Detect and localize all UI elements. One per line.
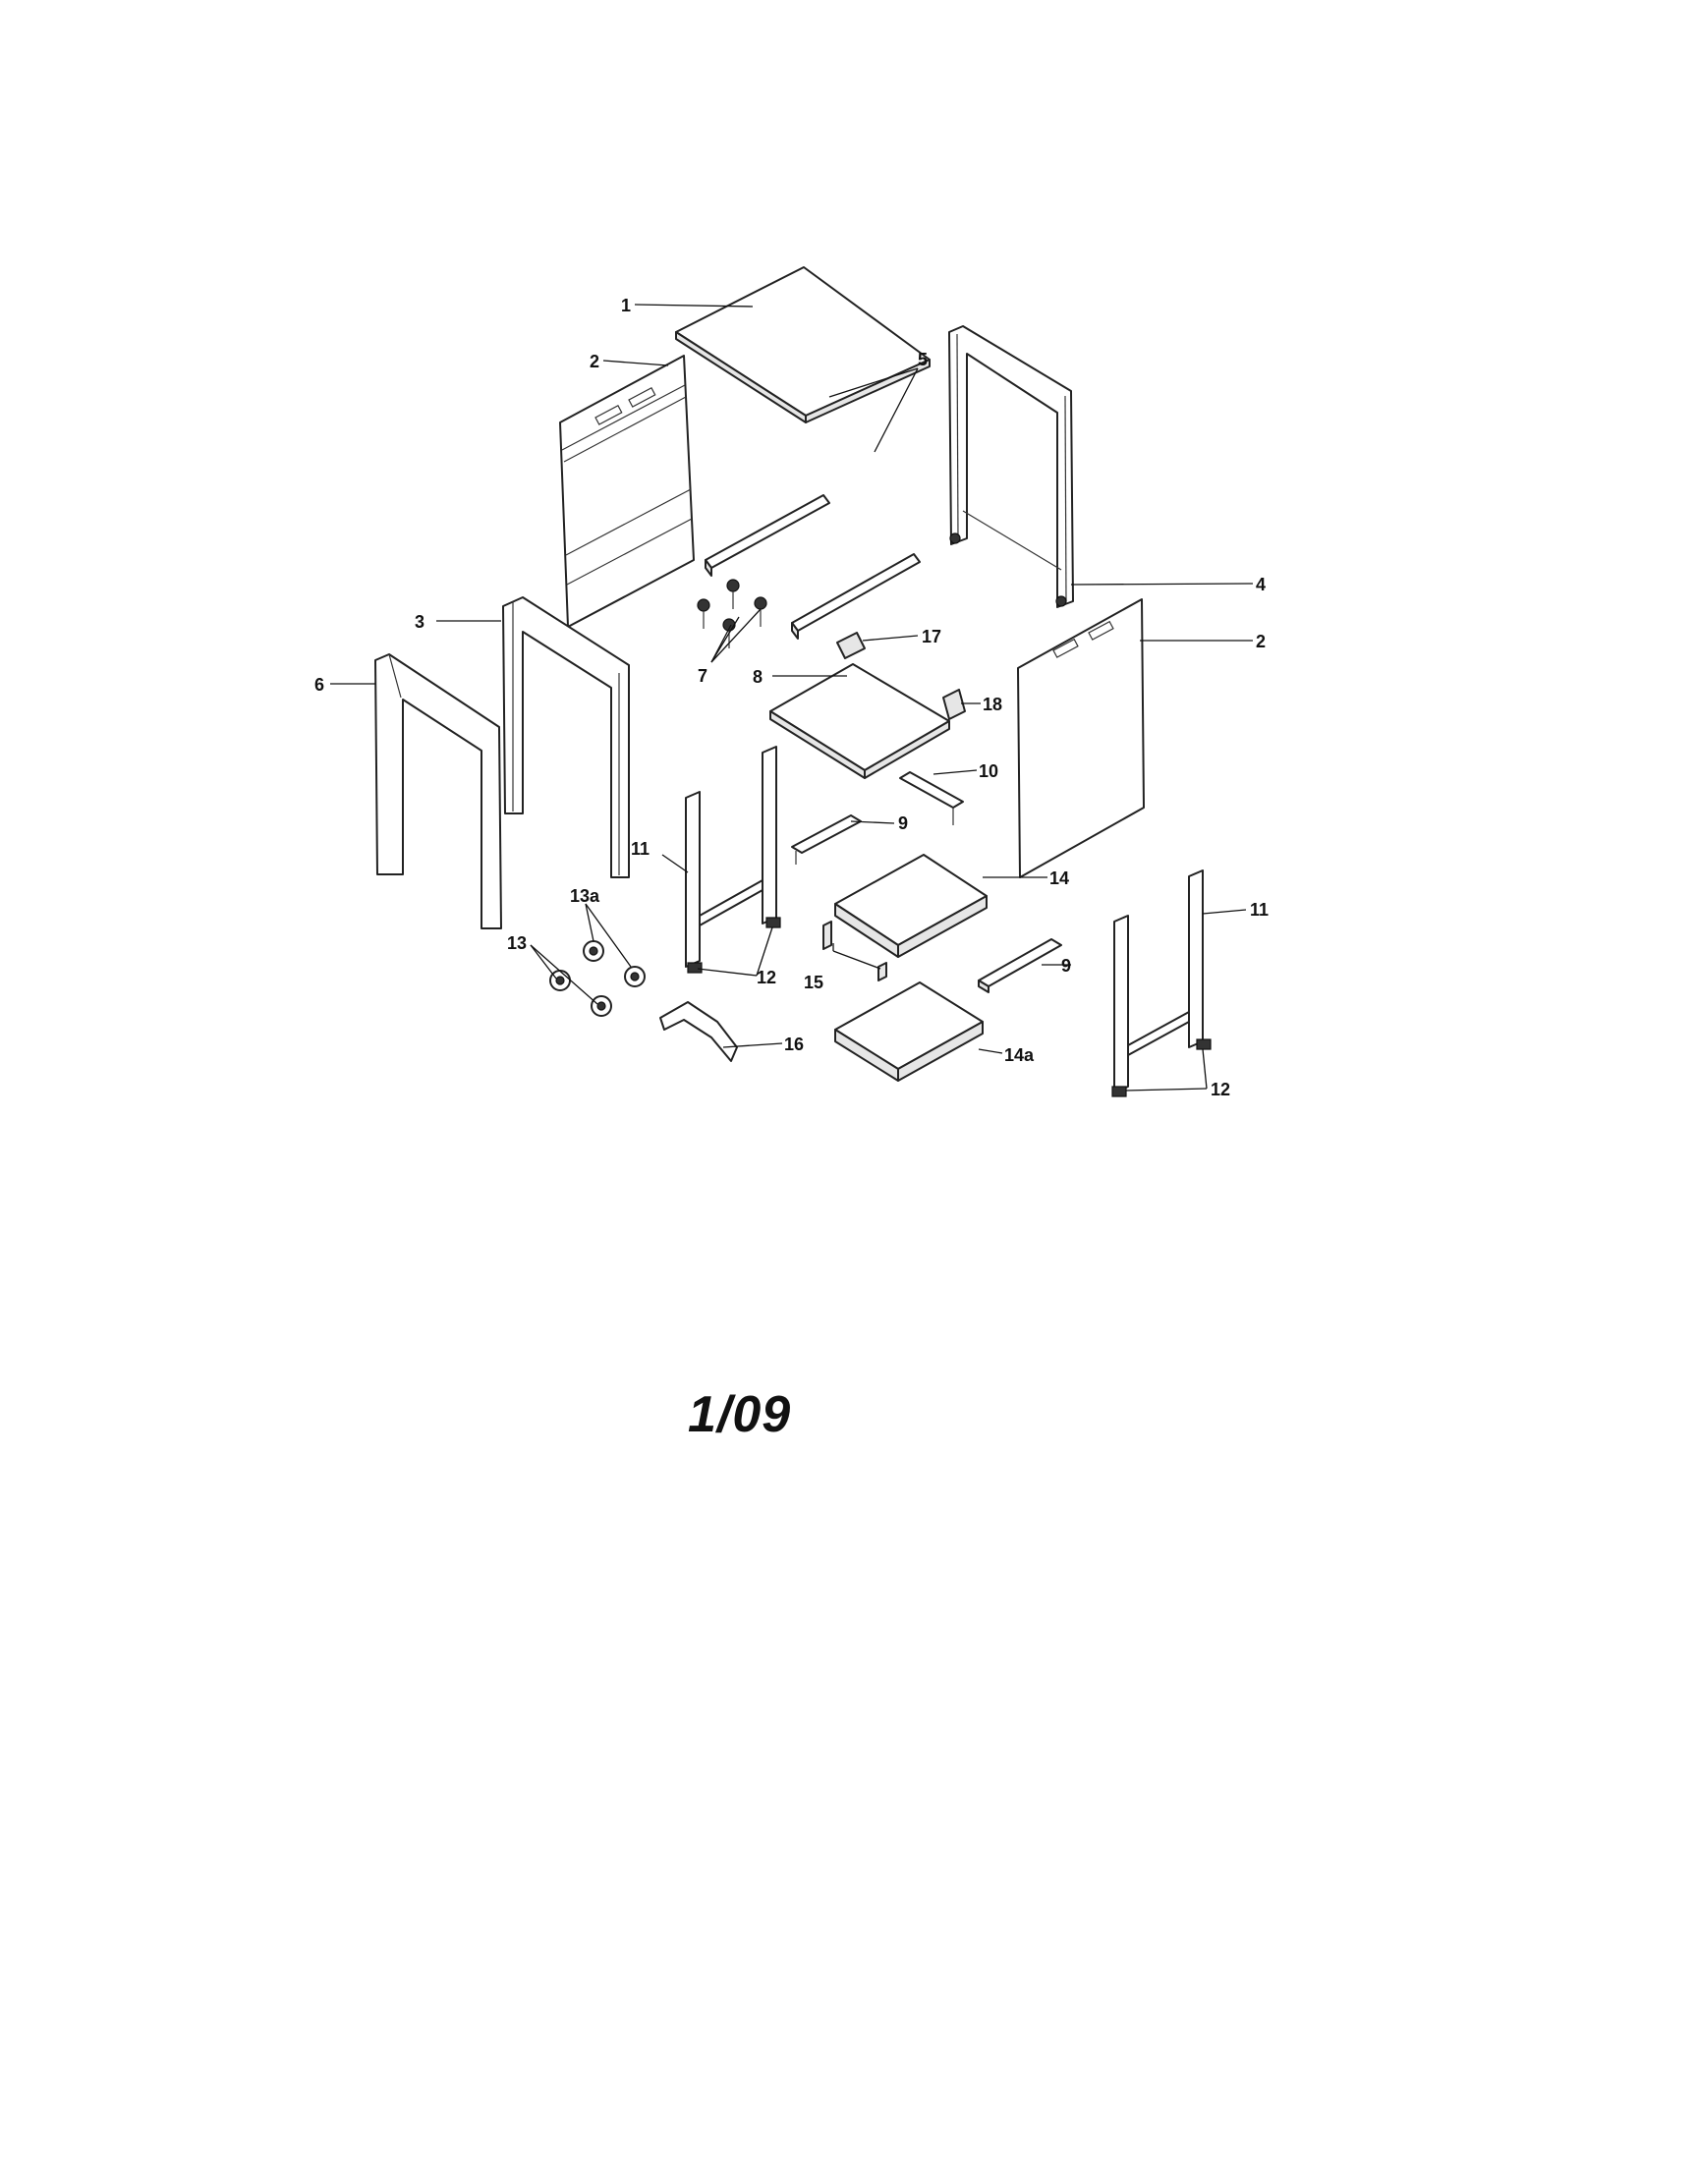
part-11-leg-assembly-left xyxy=(685,746,777,968)
callout-6: 6 xyxy=(314,675,324,695)
callout-8: 8 xyxy=(753,667,763,687)
part-11-leg-assembly-right xyxy=(1113,869,1204,1093)
callout-5: 5 xyxy=(918,350,928,369)
callout-2-right: 2 xyxy=(1256,632,1266,651)
callout-12-left: 12 xyxy=(757,968,776,987)
part-2-left-side-panel xyxy=(559,355,695,628)
part-10-brace xyxy=(899,771,964,825)
part-12-feet-left xyxy=(687,917,781,974)
part-18-bracket xyxy=(942,689,966,720)
page-code: 1/09 xyxy=(688,1386,792,1443)
callout-4: 4 xyxy=(1256,575,1266,594)
callout-14a: 14a xyxy=(1004,1045,1035,1065)
callout-12-right: 12 xyxy=(1211,1080,1230,1099)
callout-10: 10 xyxy=(979,761,998,781)
callout-16: 16 xyxy=(784,1035,804,1054)
part-12-feet-right xyxy=(1111,1038,1212,1097)
part-2-right-side-panel xyxy=(1017,598,1145,878)
leader-lines xyxy=(330,304,1254,1092)
part-5-rails xyxy=(705,494,921,640)
callout-9-upper: 9 xyxy=(898,813,908,833)
callout-15: 15 xyxy=(804,973,823,992)
callout-2-left: 2 xyxy=(590,352,599,371)
callout-18: 18 xyxy=(983,695,1002,714)
callout-13a: 13a xyxy=(570,886,600,906)
callout-14: 14 xyxy=(1049,868,1069,888)
part-3-front-frame xyxy=(502,596,630,878)
callout-3: 3 xyxy=(415,612,424,632)
part-13a-casters xyxy=(583,940,646,987)
part-16-handle xyxy=(659,1001,738,1062)
part-9-brace-lower xyxy=(978,938,1062,993)
part-1-top-panel xyxy=(675,266,931,423)
part-17-bracket xyxy=(836,632,866,659)
callout-13: 13 xyxy=(507,933,527,953)
part-6-front-trim xyxy=(374,653,502,929)
part-14-grate xyxy=(834,854,988,958)
callout-labels: 1 2 2 3 4 5 6 7 8 9 9 10 11 11 12 12 13 … xyxy=(314,296,1269,1099)
callout-17: 17 xyxy=(922,627,941,646)
callout-11-left: 11 xyxy=(631,839,650,859)
part-7-leveling-screws xyxy=(697,579,767,648)
part-9-brace-upper xyxy=(791,814,862,865)
part-8-bottom-panel xyxy=(769,663,950,779)
callout-1: 1 xyxy=(621,296,631,315)
callout-7: 7 xyxy=(698,666,707,686)
callout-11-right: 11 xyxy=(1250,900,1269,920)
part-15-clip xyxy=(822,921,887,981)
part-13-casters xyxy=(549,970,612,1017)
callout-9-lower: 9 xyxy=(1061,956,1071,976)
part-4-rear-frame xyxy=(948,325,1074,608)
part-14a-grate xyxy=(834,981,984,1082)
